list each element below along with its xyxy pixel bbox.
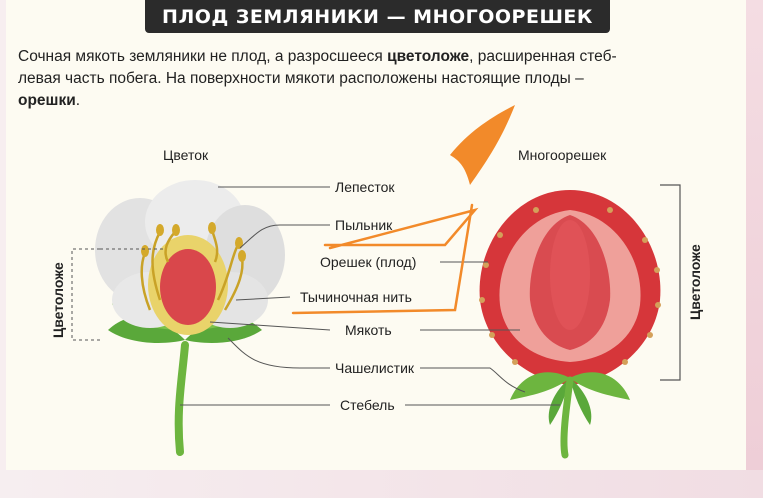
- strawberry-stem: [560, 376, 574, 459]
- intro-line1-pre: Сочная мякоть земляники не плод, а разро…: [18, 48, 388, 65]
- flower-sepal-left: [108, 316, 185, 343]
- strawberry-leaf-2: [570, 372, 630, 400]
- label-petal: Лепесток: [335, 179, 395, 195]
- label-sepal: Чашелистик: [335, 360, 415, 376]
- orange-underline-anther: [323, 207, 479, 250]
- page-title: ПЛОД ЗЕМЛЯНИКИ — МНОГООРЕШЕК: [145, 0, 610, 33]
- strawberry-leaf-3: [548, 378, 570, 425]
- label-stem: Стебель: [340, 397, 395, 413]
- flower-stem: [174, 341, 189, 456]
- intro-text: Сочная мякоть земляники не плод, а разро…: [18, 46, 738, 112]
- label-nut: Орешек (плод): [320, 254, 416, 270]
- right-bracket: [660, 184, 681, 381]
- orange-annotations: [291, 203, 479, 315]
- intro-line3-bold: орешки: [18, 92, 76, 109]
- orange-brush-stroke-icon: [450, 105, 515, 185]
- strawberry-achenes: [479, 207, 661, 365]
- leader-anther: [239, 224, 330, 249]
- intro-line1-post: , расширенная стеб-: [469, 48, 617, 65]
- heading-fruit: Многоорешек: [518, 147, 607, 163]
- strawberry-center: [550, 220, 590, 330]
- left-bracket: [71, 248, 100, 341]
- intro-line2: левая часть побега. На поверхности мякот…: [18, 70, 584, 87]
- heading-flower: Цветок: [163, 147, 209, 163]
- side-label-left: Цветоложе: [50, 262, 66, 338]
- leader-lines: [180, 186, 560, 406]
- leader-filament: [235, 296, 291, 301]
- orange-underline-filament: [291, 203, 474, 315]
- side-label-right: Цветоложе: [687, 244, 703, 320]
- label-anther: Пыльник: [335, 217, 393, 233]
- intro-line3-post: .: [75, 92, 81, 109]
- flower-receptacle: [160, 249, 216, 325]
- strawberry-illustration: [479, 190, 661, 459]
- label-filament: Тычиночная нить: [300, 289, 412, 305]
- label-pulp: Мякоть: [345, 322, 392, 338]
- strawberry-leaf-1: [510, 372, 570, 400]
- intro-line1-bold: цветоложе: [387, 48, 470, 65]
- leader-pulp: [209, 321, 520, 331]
- bottom-edge: [0, 470, 763, 498]
- strawberry-leaf-4: [570, 378, 592, 425]
- right-edge: [746, 0, 763, 498]
- flower-anthers: [141, 222, 246, 262]
- flower-illustration: [95, 180, 285, 456]
- leader-sepal: [227, 337, 526, 393]
